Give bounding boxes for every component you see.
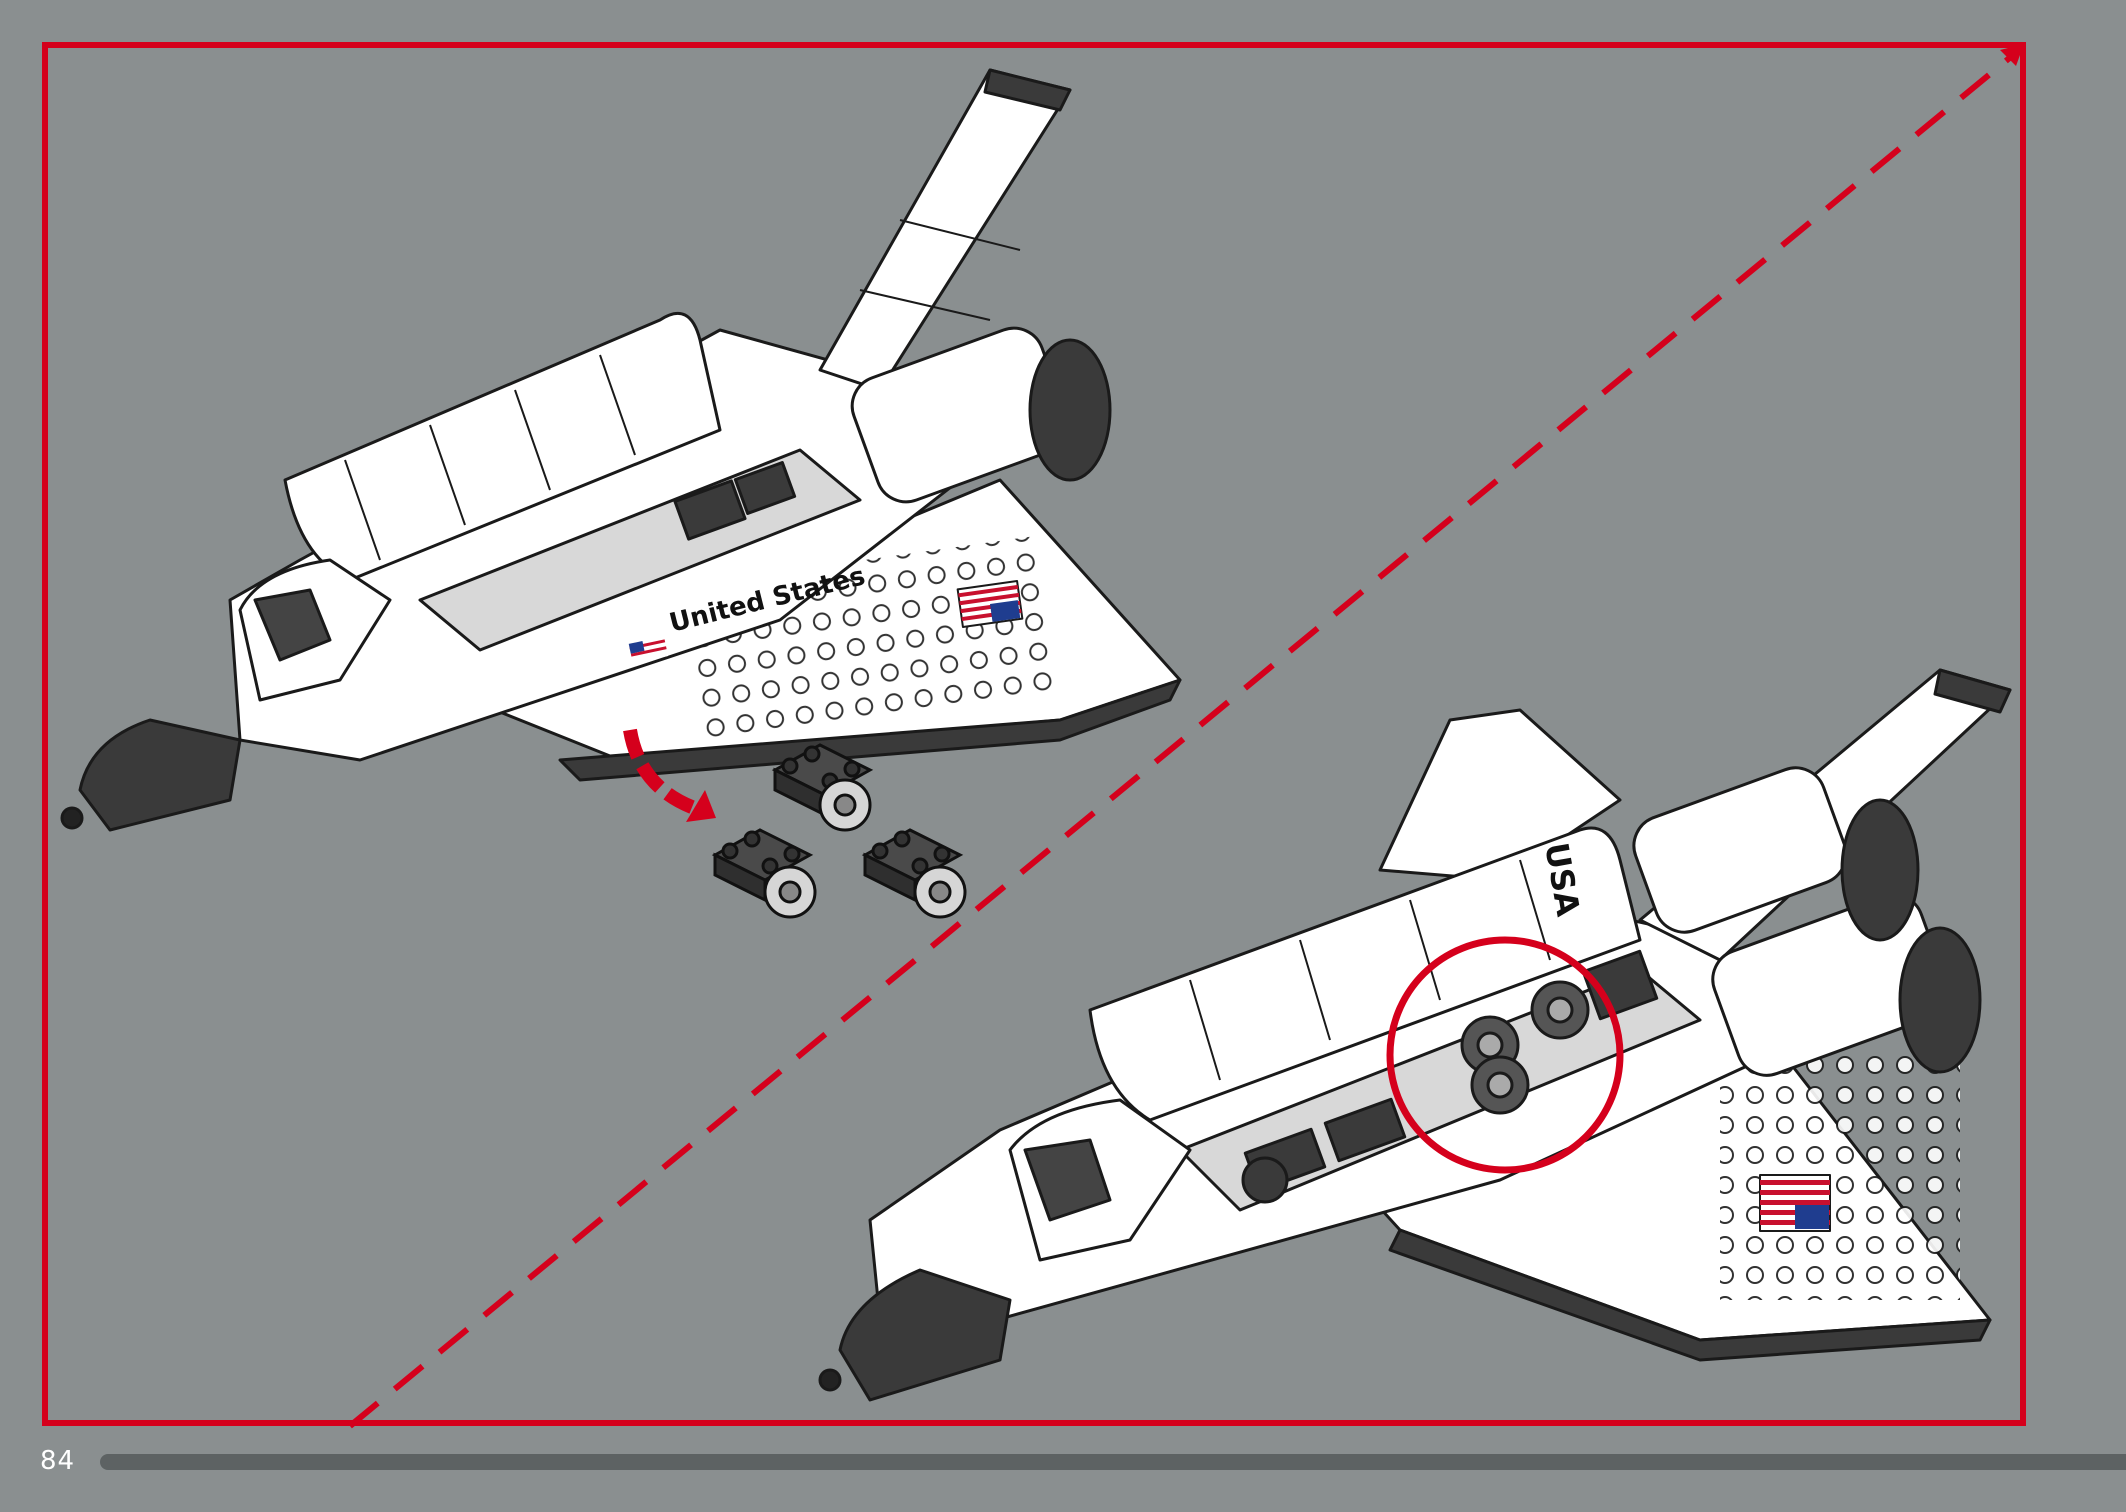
shuttle-after [818,668,2012,1402]
page-number: 84 [40,1446,76,1476]
installed-wheels [1460,949,1659,1115]
shuttle-before [60,68,1182,832]
curved-arrow-icon [623,728,703,817]
brick-with-wheel [771,743,874,832]
highlight-circle-icon [1386,936,1624,1174]
step-frame [42,42,2026,1426]
divider-arrowhead-icon [2000,44,2024,66]
shuttle-nose [78,718,242,832]
page-progress-bar [100,1454,2126,1470]
loose-parts [711,743,967,919]
shuttle-nose [838,1268,1012,1402]
step-divider-dashed-line [348,43,2026,1429]
us-flag-icon [1759,1174,1831,1232]
brick-with-wheel [711,828,817,919]
us-flag-icon [956,580,1024,628]
brick-with-wheel [861,828,967,919]
